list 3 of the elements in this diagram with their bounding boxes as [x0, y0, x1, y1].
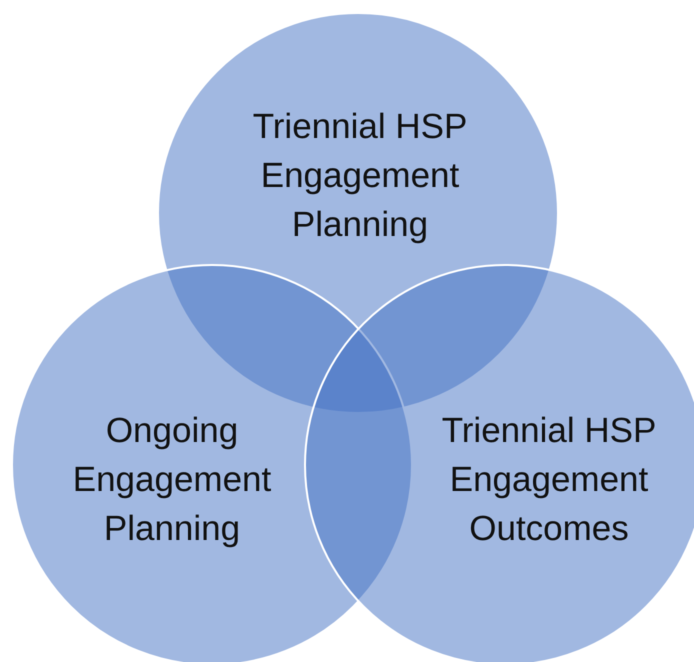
- circle-label: Triennial HSP Engagement Planning: [252, 106, 468, 246]
- circle-label: Triennial HSP Engagement Outcomes: [440, 410, 658, 550]
- circle-label: Ongoing Engagement Planning: [72, 410, 272, 550]
